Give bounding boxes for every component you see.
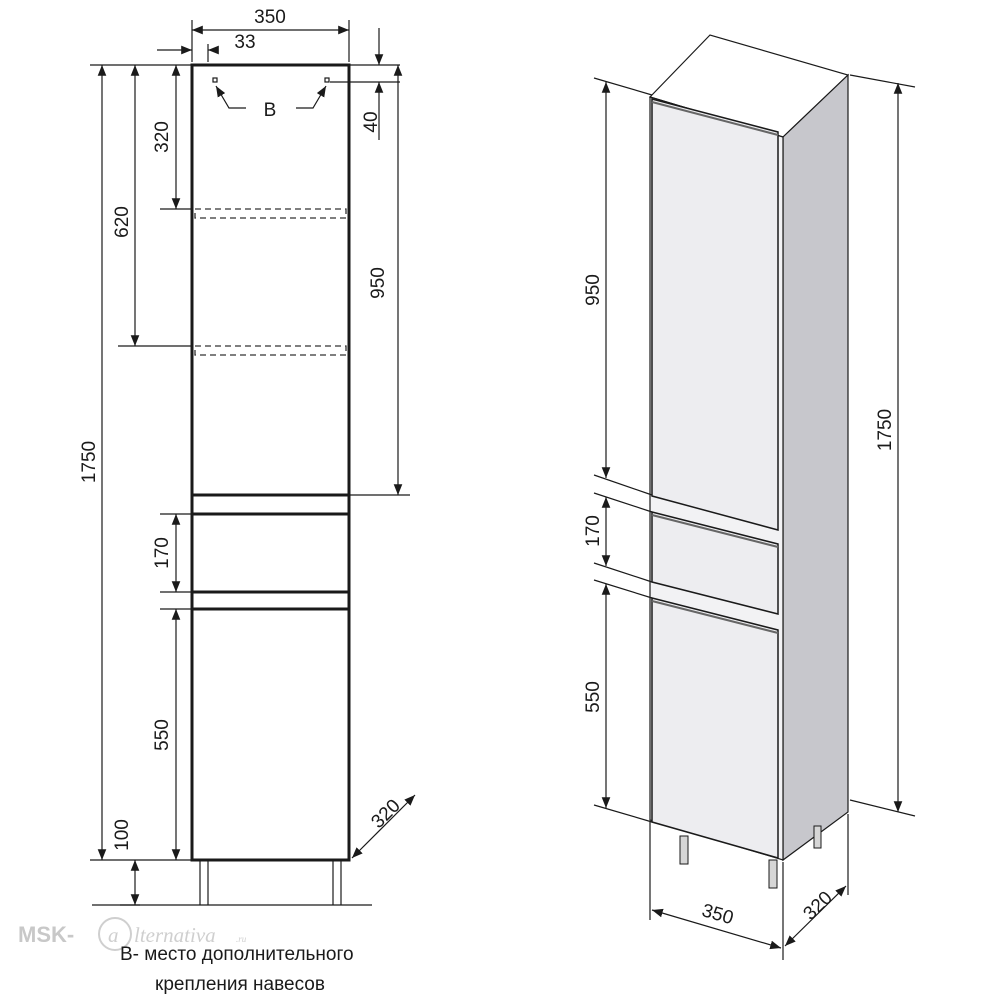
front-mount-label: B	[264, 100, 277, 121]
front-mount-point-left	[212, 77, 218, 83]
front-offset-label: 33	[234, 32, 255, 53]
iso-depth-label: 320	[799, 887, 836, 924]
iso-leg-back-right	[813, 825, 822, 849]
iso-width-label: 350	[699, 900, 735, 929]
front-topgap-label: 40	[361, 111, 382, 132]
front-shelf-height-label: 620	[112, 206, 133, 238]
iso-handle-lower	[651, 600, 779, 634]
watermark-logo-letter: a	[108, 923, 119, 947]
iso-upper-ext-top	[593, 77, 653, 96]
front-view: B 350 33 40 950 1750 620 320	[79, 7, 416, 906]
iso-leg-front-left	[679, 835, 689, 865]
iso-lower-door	[651, 597, 779, 859]
front-drawer-label: 170	[152, 537, 173, 569]
iso-lower-ext-bottom	[593, 804, 653, 823]
front-mount-arrow-left	[215, 85, 246, 109]
iso-upper-door	[651, 98, 779, 531]
iso-drawer-label: 170	[583, 515, 604, 547]
iso-handle-drawer	[651, 514, 779, 548]
iso-total-ext-top	[849, 74, 916, 88]
iso-leg-front-right	[768, 859, 778, 889]
front-legs-label: 100	[112, 819, 133, 851]
front-depth-dimension	[351, 794, 416, 859]
iso-drawer	[651, 511, 779, 615]
iso-lower-door-label: 550	[583, 681, 604, 713]
iso-lower-ext-top	[593, 579, 653, 599]
front-top-depth-label: 320	[152, 121, 173, 153]
front-total-height-label: 1750	[79, 441, 100, 483]
caption-line-1: B- место дополнительного	[120, 944, 354, 965]
iso-view: 950 170 550 1750 350 320	[583, 34, 916, 960]
iso-drawer-ext-top	[593, 492, 653, 513]
watermark-logo-icon	[98, 917, 132, 951]
caption-line-2: крепления навесов	[155, 974, 325, 995]
front-mount-arrow-right	[296, 85, 327, 109]
front-lower-door-label: 550	[152, 719, 173, 751]
iso-side-face	[782, 73, 849, 862]
watermark-tld: .ru	[236, 934, 247, 944]
iso-depth-dimension	[784, 885, 847, 947]
iso-drawer-ext-bottom	[593, 562, 653, 583]
watermark-script: lternativa	[134, 923, 216, 947]
iso-total-ext-bottom	[849, 799, 916, 817]
front-depth-label: 320	[367, 795, 404, 832]
iso-upper-door-label: 950	[583, 274, 604, 306]
iso-handle-upper	[651, 101, 779, 136]
iso-total-height-label: 1750	[875, 409, 896, 451]
front-mount-point-right	[324, 77, 330, 83]
iso-upper-ext-bottom	[593, 474, 653, 496]
front-shelf-2	[194, 345, 347, 356]
caption: B- место дополнительного крепления навес…	[120, 944, 354, 995]
watermark-brand: MSK-	[18, 922, 74, 947]
front-width-label: 350	[254, 7, 286, 28]
front-cabinet-outline	[190, 63, 351, 862]
front-upper-door-label: 950	[368, 267, 389, 299]
front-shelf-1	[194, 208, 347, 219]
iso-width-dimension	[651, 908, 782, 950]
watermark: MSK- a lternativa .ru	[18, 917, 247, 951]
